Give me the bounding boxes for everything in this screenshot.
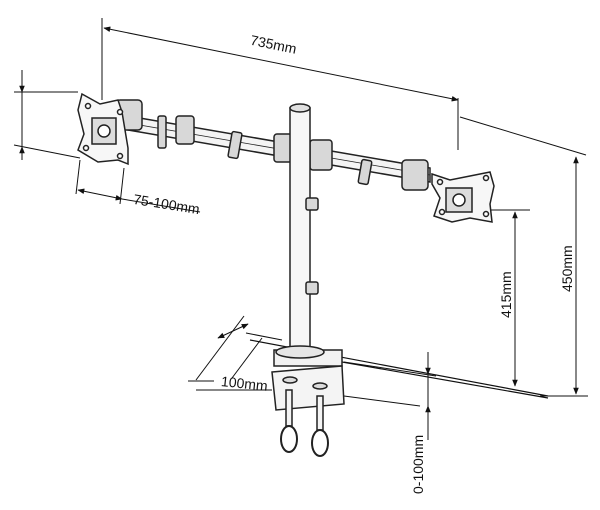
vesa-dimension [75, 159, 201, 213]
arm-height-label: 415mm [498, 271, 514, 318]
right-vesa-plate [431, 171, 495, 223]
base-plate [273, 345, 343, 367]
left-vesa-plate [77, 92, 129, 166]
arm-height-dimension [490, 209, 530, 387]
vesa-label: 75-100mm [132, 191, 201, 217]
desk-thickness-dimension [343, 352, 437, 440]
desk-thickness-label: 0-100mm [410, 435, 426, 494]
total-height-label: 450mm [559, 245, 575, 292]
width-dimension [101, 18, 459, 150]
clamp-screws [280, 389, 329, 457]
desk-clamp [271, 365, 345, 411]
plate-height-dimension [13, 70, 81, 160]
width-label: 735mm [249, 32, 298, 57]
clamp-depth-dimension [188, 315, 283, 391]
clamp-depth-label: 100mm [220, 373, 268, 394]
